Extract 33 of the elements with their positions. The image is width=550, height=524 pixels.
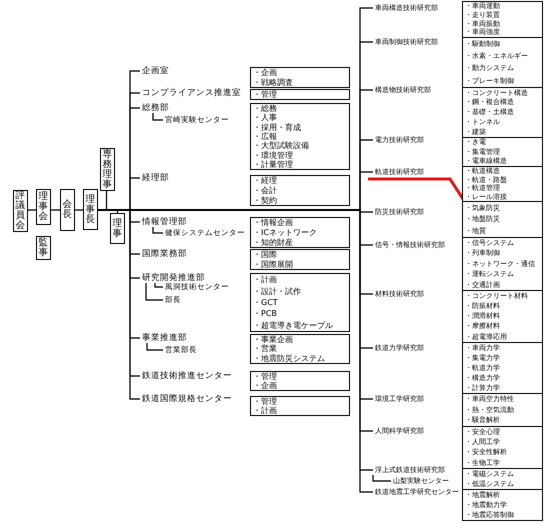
officer-box: 理事	[110, 213, 125, 244]
duty-list-box: ・総務 ・人事 ・採用・育成 ・広報 ・大型試験設備 ・環境管理 ・計量管理	[250, 103, 350, 170]
department-label: 事業推進部	[142, 333, 187, 343]
department-label: 鉄道国際規格センター	[142, 394, 232, 404]
connector-line	[145, 283, 163, 301]
officer-box: 理事会	[36, 189, 51, 225]
connector-line	[152, 227, 163, 234]
duty-list-box: ・企画 ・戦略調査	[250, 67, 350, 88]
officer-box: 監事	[36, 236, 51, 260]
officer-box: 専務理事	[100, 148, 115, 191]
department-label: 経理部	[142, 173, 169, 183]
department-label: 情報管理部	[142, 217, 187, 227]
department-label: 国際業務部	[142, 249, 187, 259]
department-label: 鉄道技術推進センター	[142, 371, 232, 381]
connector-line	[152, 113, 163, 121]
duty-list-box: ・管理	[250, 89, 350, 100]
connector-line	[372, 475, 391, 482]
duty-list-box: ・国際 ・国際展開	[250, 249, 350, 270]
officer-box: 会長	[60, 189, 75, 231]
officer-box: 評議員会	[13, 190, 28, 232]
duty-list-box: ・情報企画 ・ICネットワーク ・知的財産	[250, 217, 350, 248]
connector-line	[146, 343, 163, 351]
department-label: コンプライアンス推進室	[142, 88, 241, 98]
officer-box: 理事長	[83, 189, 98, 230]
duty-list-box: ・管理 ・企画	[250, 371, 350, 391]
connector-line	[154, 283, 163, 288]
duty-list-box: ・事業企画 ・営業 ・地震防災システム	[250, 334, 350, 364]
duty-list-box: ・計画 ・設計・試作 ・GCT ・PCB ・超電導き電ケーブル	[250, 273, 350, 332]
department-label: 総務部	[142, 103, 169, 113]
department-label: 研究開発推進部	[142, 273, 205, 283]
duty-list-box: ・管理 ・計画	[250, 396, 350, 416]
department-label: 企画室	[142, 66, 169, 76]
duty-list-box: ・経理 ・会計 ・契約	[250, 175, 350, 206]
